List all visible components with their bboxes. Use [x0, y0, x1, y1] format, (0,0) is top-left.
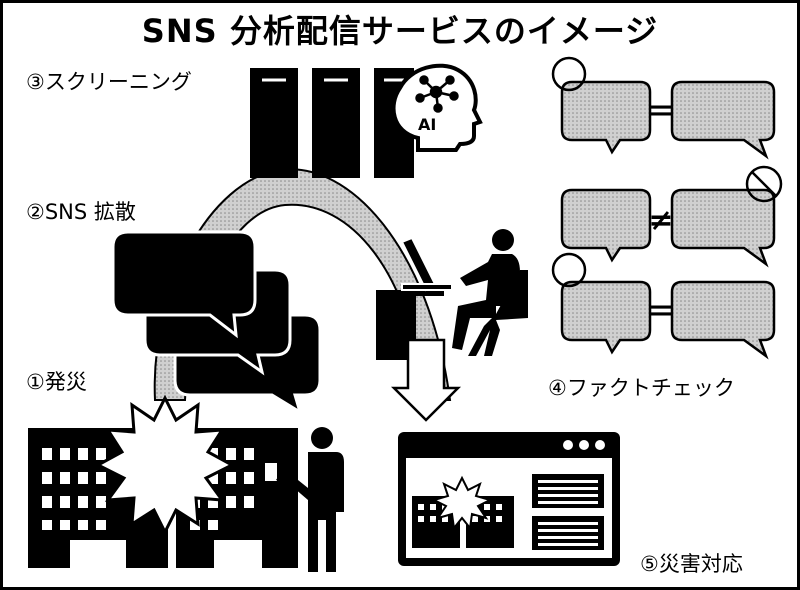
explosion-icon	[94, 394, 236, 536]
fact-check-symbol-3: ＝	[646, 295, 676, 330]
prohibited-icon	[745, 165, 783, 203]
step-2-label: ②SNS 拡散	[26, 200, 136, 224]
step-5-label: ⑤災害対応	[640, 552, 743, 576]
down-arrow-icon	[390, 338, 462, 422]
page-title: SNS 分析配信サービスのイメージ	[141, 12, 659, 50]
sns-bubbles-icon	[111, 230, 322, 416]
fact-check-pair-3	[551, 252, 776, 360]
fact-check-symbol-1: ＝	[646, 95, 676, 130]
fact-check-pair-2	[560, 165, 783, 268]
flow-arc	[153, 168, 452, 401]
ai-head-icon	[391, 63, 483, 152]
step-3-label: ③スクリーニング	[26, 70, 192, 94]
server-rack-icon	[250, 68, 414, 178]
analyst-at-desk-icon	[376, 229, 528, 360]
dashboard-window-icon	[398, 432, 620, 566]
step-4-label: ④ファクトチェック	[548, 376, 735, 400]
step-1-label: ①発災	[26, 370, 87, 394]
ai-label: AI	[418, 115, 436, 134]
fact-check-pair-1	[551, 56, 776, 160]
person-with-phone-icon	[263, 427, 344, 572]
fact-check-symbol-2: ≠	[648, 203, 673, 238]
